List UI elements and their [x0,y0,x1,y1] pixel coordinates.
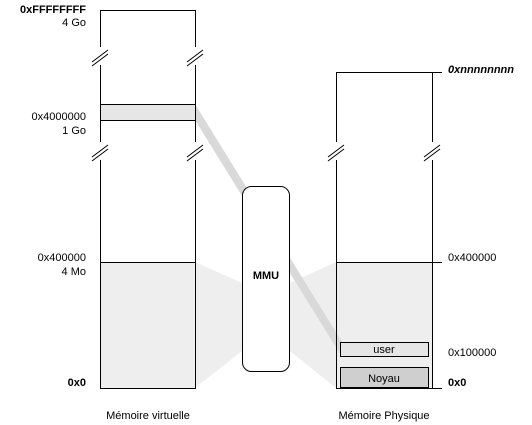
virtual-1go-block [100,104,196,121]
virtual-low-address: 0x400000 [38,252,86,264]
kernel-label: Noyau [368,373,400,385]
user-label: user [373,344,395,356]
virtual-top-address: 0xFFFFFFFF [20,4,86,16]
mmu-box [242,186,290,372]
virtual-memory-column [100,10,196,389]
virtual-mid-address: 0x4000000 [32,111,86,123]
physical-low-address: 0x400000 [448,252,496,264]
virtual-mid-size: 1 Go [62,125,86,137]
virtual-memory-caption: Mémoire virtuelle [106,410,190,422]
kernel-block [340,367,429,388]
physical-zero-address: 0x0 [448,377,466,389]
virtual-zero-address: 0x0 [68,377,86,389]
physical-memory-column [336,72,442,389]
virtual-low-size: 4 Mo [62,266,86,278]
lower-mapping-shade [100,262,242,388]
user-block [340,342,429,357]
physical-mid-address: 0x100000 [448,347,496,359]
physical-memory-caption: Mémoire Physique [338,410,429,422]
physical-break-marks [327,144,441,162]
virtual-break-marks [91,49,204,162]
physical-top-address: 0xnnnnnnnn [448,64,514,76]
virtual-top-size: 4 Go [62,17,86,29]
mmu-label: MMU [253,270,279,282]
